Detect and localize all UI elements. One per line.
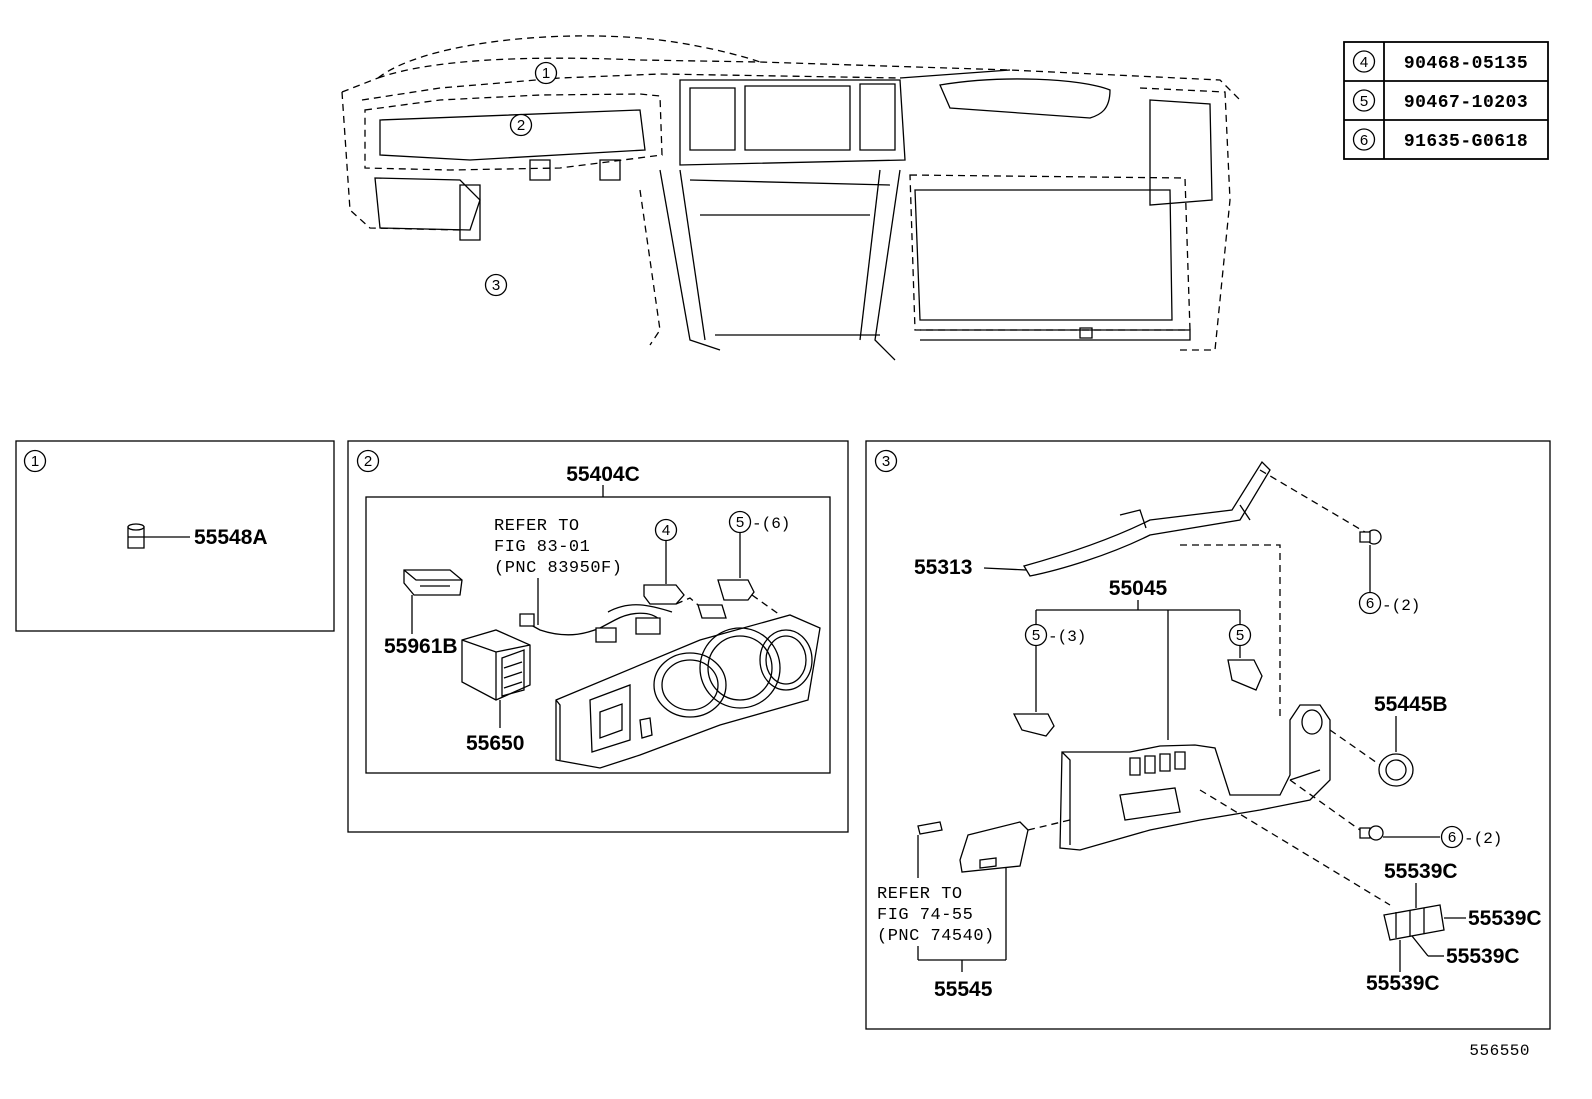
vent-55650 — [461, 629, 531, 701]
callout-1: 1 — [534, 61, 558, 85]
quantity-text: -(2) — [1464, 830, 1502, 848]
quantity-text: -(6) — [752, 515, 790, 533]
part-label-55445B: 55445B — [1374, 693, 1448, 716]
refer-text: REFER TO — [877, 885, 963, 904]
svg-text:1: 1 — [542, 65, 550, 82]
callout-2: 2 — [509, 113, 533, 137]
cluster-bezel — [555, 614, 821, 769]
part-label-55539C: 55539C — [1384, 860, 1458, 883]
part-label-55539C: 55539C — [1468, 907, 1542, 930]
quantity-text: -(2) — [1382, 597, 1420, 615]
refer-text: (PNC 83950F) — [494, 559, 622, 578]
part-label-55404C: 55404C — [566, 463, 640, 486]
panel-2-ref: 2 — [364, 453, 372, 470]
refer-text: REFER TO — [494, 517, 580, 536]
screw-6-bottom — [1359, 825, 1384, 841]
part-label-55045: 55045 — [1109, 577, 1168, 600]
quantity-text: -(3) — [1048, 628, 1086, 646]
switch-block-55539C — [1383, 904, 1445, 941]
part-label-55548A: 55548A — [194, 526, 268, 549]
callout-6: 6 — [1448, 829, 1456, 846]
clip-4 — [643, 584, 685, 605]
dashboard-outline — [377, 35, 761, 79]
parts-table-row: 4 90468-05135 — [1352, 50, 1528, 74]
part-label-55539C: 55539C — [1446, 945, 1520, 968]
callout-3: 3 — [484, 273, 508, 297]
refer-text: (PNC 74540) — [877, 927, 995, 946]
svg-text:3: 3 — [492, 277, 500, 294]
callout-4: 4 — [662, 522, 670, 539]
table-part-number: 90467-10203 — [1404, 93, 1528, 113]
refer-text: FIG 74-55 — [877, 906, 973, 925]
callout-5: 5 — [1236, 627, 1244, 644]
ring-55445B — [1378, 753, 1414, 787]
parts-table-row: 6 91635-G0618 — [1352, 128, 1528, 152]
panel-3-ref: 3 — [882, 453, 890, 470]
parts-table-row: 5 90467-10203 — [1352, 89, 1528, 113]
table-ref-4: 4 — [1360, 54, 1368, 71]
refer-text: FIG 83-01 — [494, 538, 590, 557]
panel-2: 2 55404C REFER TO FIG 83-01 (PNC 83950F)… — [347, 440, 849, 833]
table-part-number: 91635-G0618 — [1404, 132, 1528, 152]
part-label-55545: 55545 — [934, 978, 993, 1001]
part-label-55539C: 55539C — [1366, 972, 1440, 995]
callout-5: 5 — [1032, 627, 1040, 644]
clip-5-right — [1227, 659, 1263, 691]
panel-1: 1 55548A — [15, 440, 335, 632]
clip-5-left — [1012, 713, 1055, 737]
table-part-number: 90468-05135 — [1404, 54, 1528, 74]
part-label-55313: 55313 — [914, 556, 972, 579]
table-ref-6: 6 — [1360, 132, 1368, 149]
cover-55545 — [917, 821, 1029, 873]
svg-text:2: 2 — [517, 117, 525, 134]
lower-panel-55045 — [1059, 704, 1331, 851]
brace-55313 — [1023, 460, 1271, 577]
parts-table: 4 90468-05135 5 90467-10203 6 91635-G061… — [1343, 41, 1549, 160]
panel-3: 3 55313 6 -(2) 55045 5 -(3) — [865, 440, 1551, 1030]
part-label-55650: 55650 — [466, 732, 524, 755]
dashboard-overview: 1 2 3 — [341, 35, 1241, 361]
figure-id: 556550 — [1469, 1042, 1530, 1060]
panel-1-ref: 1 — [31, 453, 39, 470]
switch-55961B — [403, 569, 463, 596]
callout-5: 5 — [736, 514, 744, 531]
part-label-55961B: 55961B — [384, 635, 458, 658]
screw-6-top — [1359, 529, 1382, 545]
table-ref-5: 5 — [1360, 93, 1368, 110]
clip-5 — [717, 579, 755, 601]
callout-6: 6 — [1366, 595, 1374, 612]
clip-55548A — [127, 523, 145, 549]
